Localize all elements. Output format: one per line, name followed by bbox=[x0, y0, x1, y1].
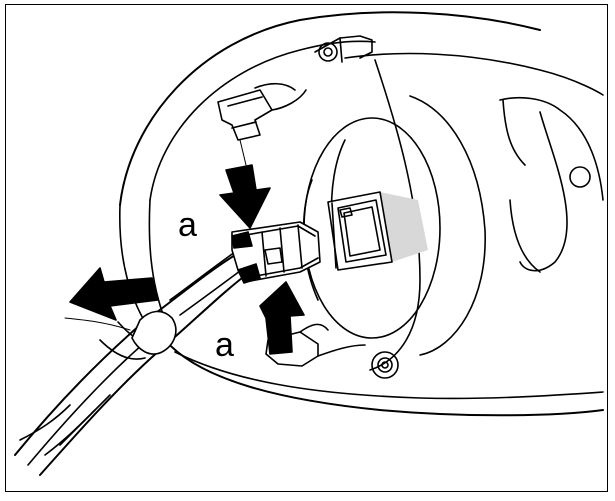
callout-label-a-upper: a bbox=[178, 206, 197, 244]
upper-mount-bracket bbox=[314, 35, 373, 63]
push-down-arrow-icon bbox=[219, 139, 271, 229]
upper-retaining-clip bbox=[217, 82, 307, 141]
housing-shell bbox=[118, 11, 604, 417]
wiring-harness bbox=[14, 244, 253, 476]
socket-shadow bbox=[380, 192, 428, 262]
callout-label-a-lower: a bbox=[215, 326, 234, 364]
right-mount-area bbox=[499, 96, 604, 273]
connector-plug bbox=[231, 221, 321, 284]
socket-receptacle bbox=[327, 191, 428, 271]
lower-mount-screw bbox=[371, 351, 399, 379]
pull-out-arrow-icon bbox=[64, 267, 159, 331]
push-up-arrow-icon bbox=[259, 281, 305, 355]
